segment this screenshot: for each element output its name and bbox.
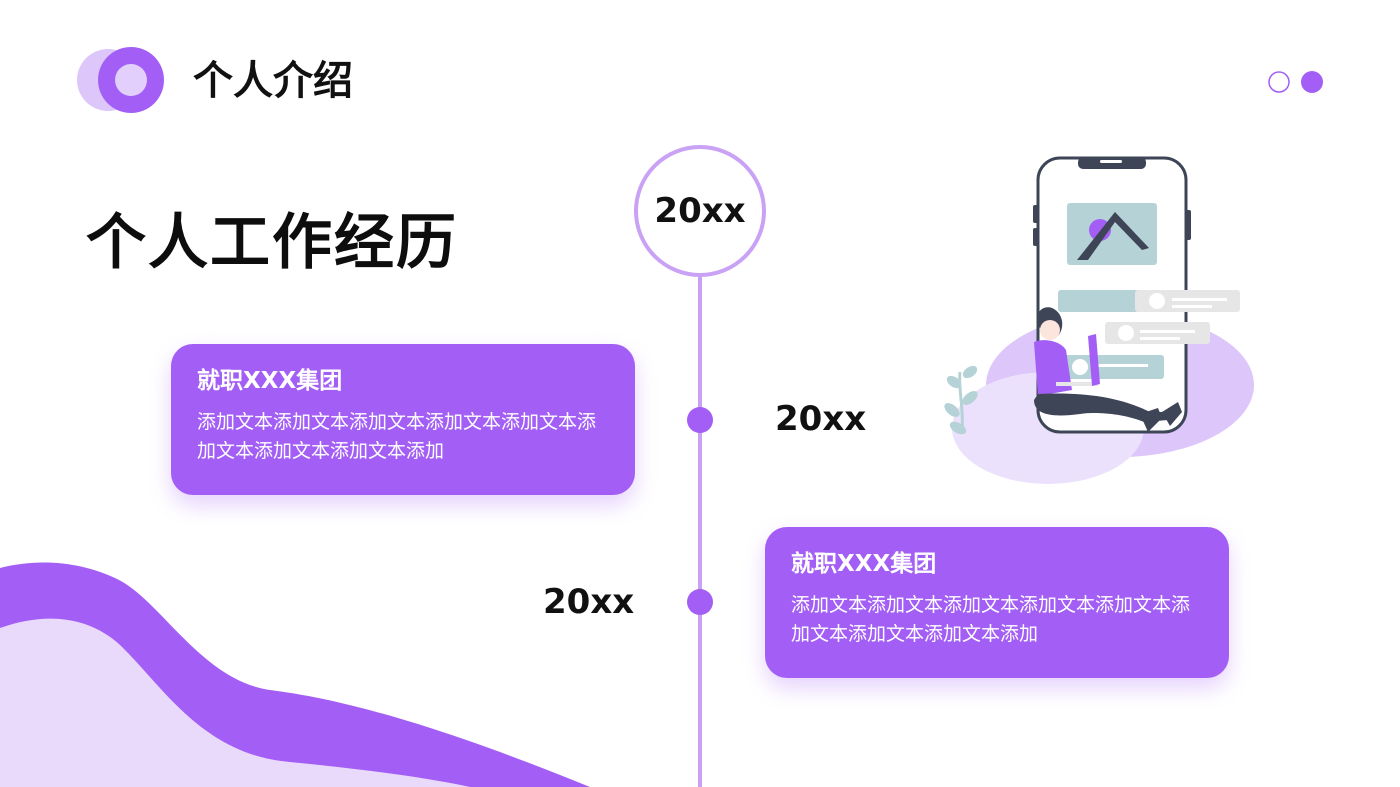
header-title: 个人介绍 [193, 58, 353, 104]
timeline-dot [687, 407, 713, 433]
person-with-phone-illustration [944, 156, 1254, 484]
ring-logo-icon [77, 47, 164, 113]
experience-card: 就职XXX集团 添加文本添加文本添加文本添加文本添加文本添加文本添加文本添加文本… [171, 344, 635, 495]
timeline-top-year: 20xx [654, 191, 746, 231]
page-indicator-dots-icon [1268, 71, 1323, 93]
timeline-year-label: 20xx [775, 399, 867, 439]
timeline-dot [687, 589, 713, 615]
card-text: 添加文本添加文本添加文本添加文本添加文本添加文本添加文本添加文本添加 [791, 594, 1191, 645]
page-title: 个人工作经历 [86, 208, 458, 278]
card-title: 就职XXX集团 [791, 551, 937, 577]
wave-decoration [0, 562, 590, 787]
timeline-year-label: 20xx [543, 582, 635, 622]
card-text: 添加文本添加文本添加文本添加文本添加文本添加文本添加文本添加文本添加 [197, 411, 597, 462]
experience-card: 就职XXX集团 添加文本添加文本添加文本添加文本添加文本添加文本添加文本添加文本… [765, 527, 1229, 678]
card-title: 就职XXX集团 [197, 368, 343, 394]
timeline-year-circle [634, 145, 766, 277]
